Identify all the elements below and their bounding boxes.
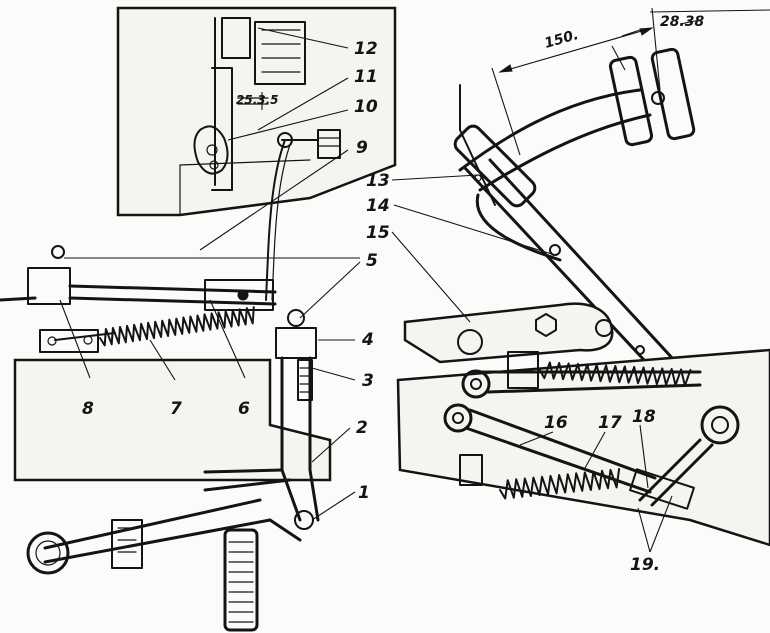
- pedal-arm: [26, 468, 314, 575]
- callout-12: 12: [354, 39, 378, 59]
- callout-17: 17: [598, 413, 622, 433]
- callout-18: 18: [632, 407, 656, 427]
- throttle-cable: [265, 139, 286, 301]
- pedal-shaft: [275, 309, 320, 522]
- upper-bracket-assembly: [193, 17, 306, 191]
- callout-13: 13: [366, 171, 390, 191]
- callout-19: 19.: [630, 555, 660, 575]
- callout-7: 7: [170, 399, 182, 419]
- dimension-adjustment: 25.3.5: [236, 93, 279, 107]
- mounting-bracket: [403, 302, 614, 364]
- pushrod-bolt: [277, 129, 341, 159]
- return-spring: [39, 306, 255, 353]
- floor-panel-right: [396, 348, 770, 547]
- callout-11: 11: [354, 67, 378, 87]
- callout-4: 4: [361, 330, 374, 350]
- callout-5: 5: [366, 251, 378, 271]
- callout-1: 1: [358, 483, 370, 503]
- callout-3: 3: [362, 371, 374, 391]
- dimension-travel: 150.: [543, 27, 581, 52]
- callout-6: 6: [238, 399, 250, 419]
- leader-lines: [59, 27, 673, 553]
- callout-10: 10: [354, 97, 378, 117]
- accelerator-pad: [223, 528, 259, 632]
- callout-15: 15: [366, 223, 390, 243]
- firewall-panel: [116, 6, 397, 217]
- callout-2: 2: [356, 418, 368, 438]
- throttle-cable-twin: [271, 141, 292, 301]
- floor-panel: [13, 358, 332, 482]
- callout-labels: 1 2 3 4 5 6 7 8 9 10 11 12 13 14 15 16 1…: [82, 39, 660, 575]
- dimension-lines: [231, 7, 770, 156]
- dimension-pedal-offset: 28.38: [660, 14, 705, 30]
- callout-9: 9: [356, 138, 368, 158]
- callout-14: 14: [366, 196, 390, 216]
- callout-16: 16: [544, 413, 568, 433]
- lever-spring-assembly: [443, 351, 740, 510]
- cross-shaft: [0, 245, 277, 311]
- callout-8: 8: [82, 399, 94, 419]
